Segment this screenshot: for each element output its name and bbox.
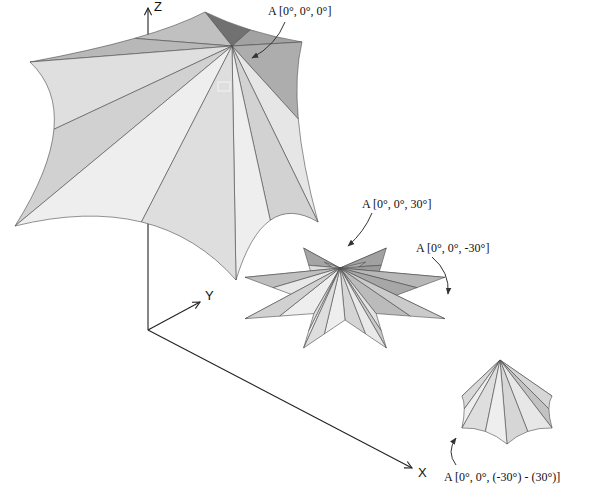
surface-panel [304,268,340,348]
orientation-label: A [0°, 0°, (-30°) - (30°)] [444,470,560,484]
surface-panel [232,46,270,280]
surface-panel [340,248,386,268]
surface-panel [340,268,386,348]
umbrella-star [245,248,445,348]
surface-panel [340,268,386,348]
orientation-label: A [0°, 0°, 30°] [362,197,431,211]
surface-panel [141,46,236,280]
surface-panel [304,268,340,348]
umbrella-large [15,12,318,280]
leader-line [451,438,456,465]
leader-line [348,213,372,246]
axis-label: Y [205,289,214,303]
axis-line [148,302,200,330]
axis-label: X [418,466,427,480]
umbrella-small [462,360,552,444]
orientation-label: A [0°, 0°, -30°] [416,241,489,255]
orientation-label: A [0°, 0°, 0°] [268,4,331,18]
axis-label: Z [154,0,162,14]
marker-box [218,82,230,91]
surface-panel [340,248,386,268]
leader-line [252,22,285,58]
axis-line [148,330,412,468]
leader-line [432,257,448,294]
surface-panel [485,360,507,444]
